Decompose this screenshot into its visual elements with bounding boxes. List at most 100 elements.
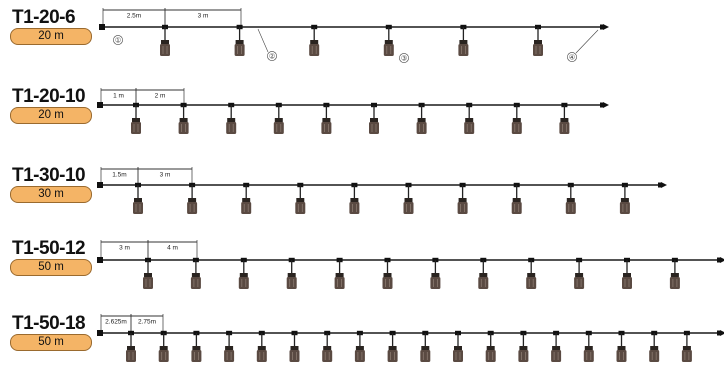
bulb-socket bbox=[478, 257, 489, 289]
socket-cap bbox=[323, 346, 332, 350]
plug-connector bbox=[97, 102, 103, 108]
bulb-body bbox=[616, 350, 627, 362]
bulb-body bbox=[321, 122, 332, 134]
callout-circle bbox=[399, 53, 409, 63]
socket-cap bbox=[192, 346, 201, 350]
bulb-socket bbox=[349, 182, 360, 214]
model-name: T1-50-12 bbox=[12, 238, 86, 259]
socket-cap bbox=[355, 346, 364, 350]
bulb-body bbox=[430, 277, 441, 289]
callout-number: ④ bbox=[569, 54, 575, 62]
socket-cap bbox=[161, 40, 169, 44]
bulb-socket bbox=[273, 102, 284, 134]
bulb-body bbox=[622, 277, 632, 289]
bulb-body bbox=[178, 122, 189, 134]
spacing-label: 3 m bbox=[160, 172, 171, 179]
socket-cap bbox=[459, 40, 468, 44]
callout-number: ② bbox=[269, 53, 275, 61]
bulb-socket bbox=[619, 182, 630, 214]
bulb-body bbox=[453, 350, 463, 362]
bulb-body bbox=[143, 277, 153, 289]
bulb-body bbox=[126, 350, 136, 362]
model-name: T1-20-10 bbox=[12, 86, 86, 107]
socket-cap bbox=[290, 346, 299, 350]
bulb-socket bbox=[226, 102, 237, 134]
spacing-label: 1 m bbox=[113, 93, 124, 100]
socket-cap bbox=[650, 346, 659, 350]
socket-cap bbox=[417, 118, 426, 122]
bulb-body bbox=[256, 350, 267, 362]
bulb-socket bbox=[511, 102, 522, 134]
bulb-socket bbox=[430, 257, 441, 289]
bulb-socket bbox=[681, 330, 692, 362]
bulb-body bbox=[383, 44, 394, 56]
length-badge: 20 m bbox=[10, 107, 92, 124]
bulb-body bbox=[190, 277, 201, 289]
bulb-socket bbox=[321, 102, 332, 134]
bulb-body bbox=[533, 44, 543, 56]
bulb-socket bbox=[234, 24, 245, 56]
bulb-body bbox=[286, 277, 297, 289]
bulb-socket bbox=[533, 24, 543, 56]
end-cap-body bbox=[658, 182, 662, 188]
bulb-body bbox=[478, 277, 489, 289]
socket-cap bbox=[296, 198, 305, 202]
socket-cap bbox=[486, 346, 495, 350]
bulb-body bbox=[583, 350, 594, 362]
bulb-socket bbox=[649, 330, 660, 362]
bulb-body bbox=[551, 350, 562, 362]
socket-cap bbox=[527, 273, 536, 277]
socket-cap bbox=[310, 40, 319, 44]
bulb-body bbox=[322, 350, 333, 362]
bulb-body bbox=[619, 202, 630, 214]
end-cap bbox=[603, 24, 609, 30]
bulb-socket bbox=[143, 257, 153, 289]
bulb-body bbox=[309, 44, 320, 56]
bulb-socket bbox=[616, 330, 627, 362]
bulb-socket bbox=[485, 330, 496, 362]
socket-cap bbox=[127, 346, 135, 350]
bulb-socket bbox=[458, 24, 469, 56]
socket-cap bbox=[421, 346, 430, 350]
socket-cap bbox=[670, 273, 679, 277]
bulb-socket bbox=[187, 182, 198, 214]
plug-connector bbox=[97, 257, 103, 263]
bulb-body bbox=[565, 202, 576, 214]
socket-cap bbox=[575, 273, 584, 277]
bulb-socket bbox=[289, 330, 300, 362]
bulb-socket bbox=[131, 102, 141, 134]
end-cap bbox=[661, 182, 667, 188]
length-badge: 50 m bbox=[10, 334, 92, 351]
socket-cap bbox=[144, 273, 152, 277]
bulb-body bbox=[511, 122, 522, 134]
socket-cap bbox=[159, 346, 168, 350]
bulb-socket bbox=[354, 330, 365, 362]
bulb-socket bbox=[309, 24, 320, 56]
bulb-body bbox=[273, 122, 284, 134]
socket-cap bbox=[479, 273, 488, 277]
socket-cap bbox=[519, 346, 528, 350]
bulb-socket bbox=[416, 102, 427, 134]
callout-circle bbox=[567, 52, 577, 62]
bulb-socket bbox=[178, 102, 189, 134]
callout-leader bbox=[257, 28, 269, 53]
model-name: T1-50-18 bbox=[12, 313, 86, 334]
socket-cap bbox=[383, 273, 392, 277]
bulb-socket bbox=[551, 330, 562, 362]
socket-cap bbox=[534, 40, 542, 44]
socket-cap bbox=[274, 118, 283, 122]
socket-cap bbox=[239, 273, 248, 277]
model-name: T1-20-6 bbox=[12, 7, 76, 28]
socket-cap bbox=[566, 198, 575, 202]
socket-cap bbox=[512, 198, 521, 202]
socket-cap bbox=[287, 273, 296, 277]
bulb-body bbox=[681, 350, 692, 362]
socket-cap bbox=[623, 273, 631, 277]
socket-cap bbox=[620, 198, 629, 202]
bulb-body bbox=[458, 44, 469, 56]
bulb-socket bbox=[583, 330, 594, 362]
bulb-body bbox=[518, 350, 529, 362]
